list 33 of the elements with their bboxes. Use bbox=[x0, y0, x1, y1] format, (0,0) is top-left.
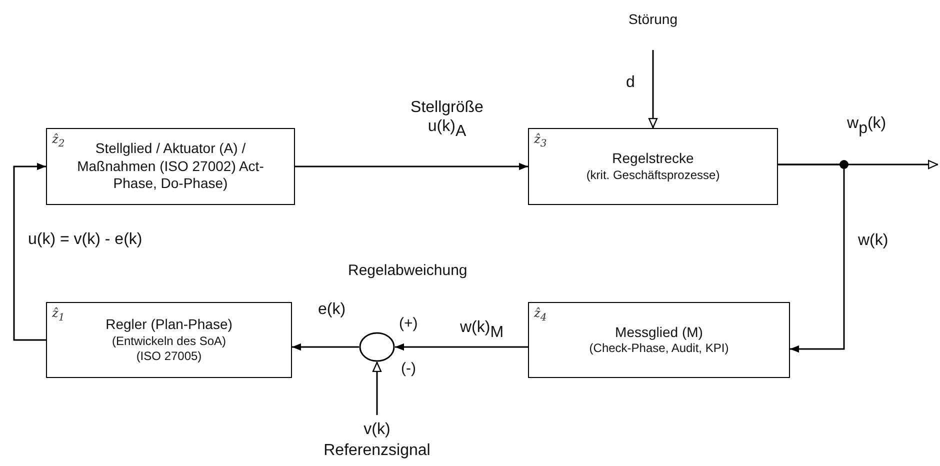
arrow bbox=[292, 343, 359, 351]
block-text: Messglied (M) bbox=[615, 324, 703, 342]
arrow bbox=[295, 162, 528, 170]
block-text: Regelstrecke bbox=[612, 150, 694, 168]
signal-text: Regelabweichung bbox=[348, 262, 468, 279]
arrow bbox=[372, 362, 382, 415]
block-index: ẑ$_{3}$ bbox=[534, 132, 547, 150]
edge-label: w(k) bbox=[856, 231, 890, 250]
block-index: ẑ$_{1}$ bbox=[52, 306, 65, 324]
arrow bbox=[13, 162, 46, 341]
signal-text: Referenzsignal bbox=[324, 440, 430, 461]
block-box bbox=[528, 302, 790, 378]
block-text: (krit. Geschäftsprozesse) bbox=[586, 168, 720, 183]
arrow bbox=[778, 164, 845, 353]
signal-text: Störung bbox=[628, 10, 678, 28]
arrow bbox=[395, 343, 528, 351]
block-index: ẑ$_{2}$ bbox=[52, 132, 65, 150]
edge-label: e(k) bbox=[316, 300, 348, 320]
arrow bbox=[648, 50, 658, 128]
sign-label: (-) bbox=[401, 360, 416, 377]
block-text: (Check-Phase, Audit, KPI) bbox=[589, 341, 729, 356]
signal-text: v(k) bbox=[364, 420, 390, 440]
sign-label: (+) bbox=[399, 315, 418, 332]
block-text: (ISO 27005) bbox=[136, 348, 202, 364]
block-text: (Entwickeln des SoA) bbox=[112, 334, 226, 349]
block-box bbox=[528, 128, 778, 205]
block-box bbox=[46, 128, 295, 205]
block-index: ẑ$_{4}$ bbox=[534, 306, 547, 324]
summing-junction bbox=[359, 332, 395, 362]
block-text: Stellglied / Aktuator (A) / Maßnahmen (ISO 27002) Act-Phase, Do-Phase) bbox=[76, 140, 265, 193]
block-box bbox=[46, 302, 292, 378]
edge-label: u(k) = v(k) - e(k) bbox=[26, 230, 144, 250]
block-text: Regler (Plan-Phase) bbox=[106, 316, 232, 334]
